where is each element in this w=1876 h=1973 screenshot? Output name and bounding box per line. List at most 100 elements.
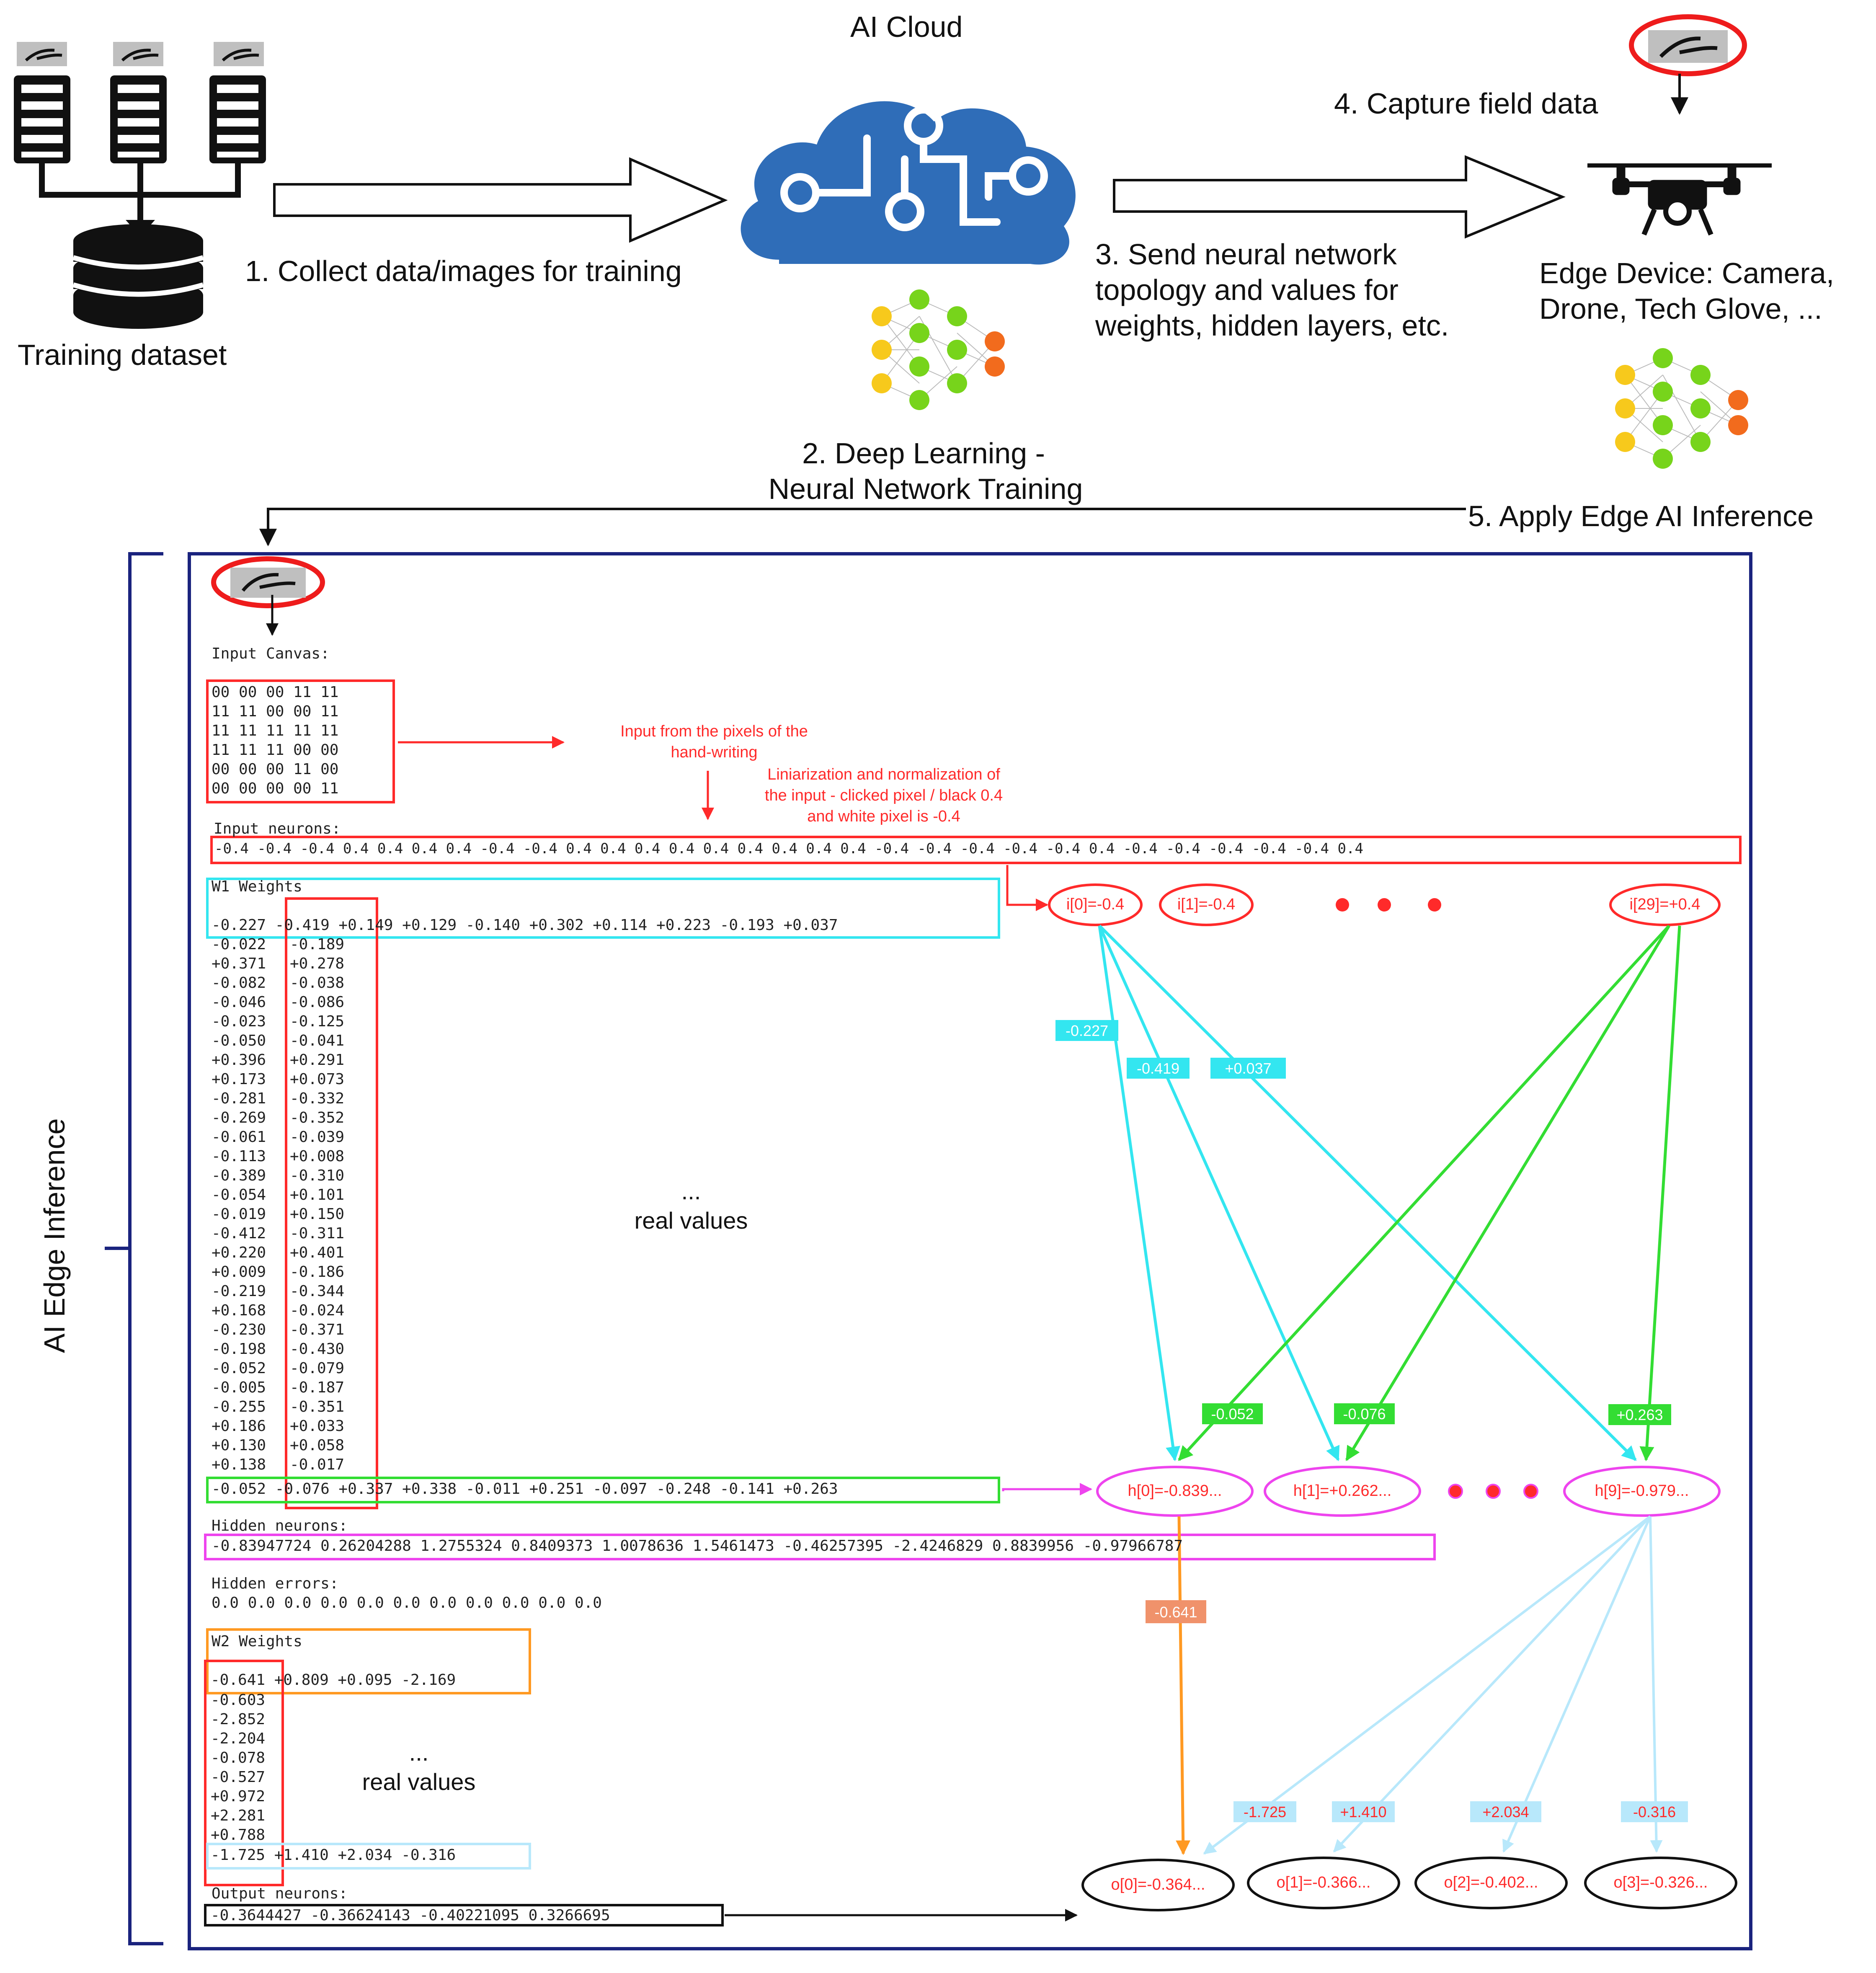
ellipsis-dot (1448, 1484, 1463, 1499)
note-input-line2: hand-writing (671, 744, 758, 761)
edge-weight-label: -0.316 (1633, 1803, 1676, 1821)
w2-weight-cell: -0.527 (211, 1769, 266, 1786)
w1-weight-cell: -0.038 (290, 974, 345, 992)
neuron-h1-label: h[1]=+0.262... (1293, 1482, 1392, 1500)
w1-weight-cell: +0.008 (290, 1148, 345, 1165)
ellipsis-dot (1378, 898, 1391, 912)
input-neurons-values: -0.4 -0.4 -0.4 0.4 0.4 0.4 0.4 -0.4 -0.4… (214, 840, 1363, 857)
w2-weight-cell: -0.603 (211, 1692, 266, 1709)
neuron-o2-label: o[2]=-0.402... (1444, 1874, 1538, 1891)
w1-weight-cell: -0.352 (290, 1109, 345, 1126)
neuron-o1-label: o[1]=-0.366... (1276, 1874, 1371, 1891)
edge-weight-label: +0.037 (1225, 1060, 1272, 1077)
w1-weight-cell: +0.033 (290, 1418, 345, 1435)
output-neurons-label: Output neurons: (212, 1885, 348, 1902)
panel-sample-icon (211, 556, 325, 608)
note-input-line1: Input from the pixels of the (620, 723, 808, 740)
input-neurons-label: Input neurons: (214, 820, 341, 837)
output-neuron (1081, 1859, 1235, 1911)
big-arrow-send (1113, 155, 1566, 239)
w1-weight-cell: -0.255 (212, 1398, 266, 1415)
output-neuron (1584, 1857, 1737, 1909)
w1-weight-cell: -0.024 (290, 1302, 345, 1319)
edge-w2034 (1502, 1516, 1651, 1853)
neuron-i29-label: i[29]=+0.4 (1629, 896, 1701, 913)
w1-weight-cell: +0.401 (290, 1244, 345, 1261)
w1-weight-cell: -0.351 (290, 1398, 345, 1415)
w1-weight-cell: +0.173 (212, 1071, 266, 1088)
hidden-neuron (1264, 1466, 1421, 1517)
w2-weight-cell: -2.204 (211, 1730, 266, 1747)
w1-weight-cell: -0.344 (290, 1283, 345, 1300)
canvas-row: 11 11 00 00 11 (212, 703, 339, 720)
w1-weight-cell: +0.009 (212, 1263, 266, 1281)
edge-w263 (1639, 925, 1681, 1462)
w1-weight-cell: -0.269 (212, 1109, 266, 1126)
ai-cloud-icon (741, 101, 1076, 265)
edge-weight-label: +0.263 (1616, 1406, 1663, 1423)
output-neurons-box (204, 1904, 724, 1927)
w1-weight-cell: -0.310 (290, 1167, 345, 1184)
neuron-o3-label: o[3]=-0.326... (1613, 1874, 1708, 1891)
note-norm-line3: and white pixel is -0.4 (807, 808, 960, 825)
w1-weight-cell: -0.061 (212, 1129, 266, 1146)
w1-weight-cell: -0.039 (290, 1129, 345, 1146)
w1-weight-cell: +0.168 (212, 1302, 266, 1319)
w2-weight-cell: -0.078 (211, 1749, 266, 1766)
edge-weight-label: -0.227 (1065, 1022, 1109, 1039)
input-neurons-box (210, 836, 1742, 864)
ai-cloud-label: AI Cloud (850, 10, 963, 43)
training-dataset-label: Training dataset (18, 338, 227, 371)
edge-w052 (1178, 925, 1670, 1461)
canvas-row: 00 00 00 11 00 (212, 761, 339, 778)
w1-weight-cell: -0.005 (212, 1379, 266, 1396)
w1-ellipsis: ... (681, 1178, 701, 1204)
w1-weight-cell: +0.186 (212, 1418, 266, 1435)
w1-weight-cell: -0.281 (212, 1090, 266, 1107)
ellipsis-dot (1336, 898, 1349, 912)
w1-weight-cell: -0.054 (212, 1186, 266, 1203)
ellipsis-dot (1523, 1484, 1538, 1499)
inference-panel (188, 552, 1752, 1950)
apply-inference-line (259, 508, 1466, 547)
w2-real-values: real values (362, 1769, 476, 1795)
edge-weight-label: +2.034 (1482, 1803, 1529, 1821)
w1-weight-cell: -0.219 (212, 1283, 266, 1300)
w1-weight-cell: +0.138 (212, 1456, 266, 1473)
hidden-neurons-values: -0.83947724 0.26204288 1.2755324 0.84093… (212, 1537, 1183, 1555)
w1-weight-cell: +0.371 (212, 955, 266, 972)
w1-weight-cell: -0.017 (290, 1456, 345, 1473)
w1-weight-cell: -0.086 (290, 994, 345, 1011)
w1-weight-cell: -0.198 (212, 1340, 266, 1358)
edge-w419 (1098, 925, 1340, 1462)
neuron-i1-label: i[1]=-0.4 (1177, 896, 1236, 913)
w1-weight-cell: -0.187 (290, 1379, 345, 1396)
step1-label: 1. Collect data/images for training (245, 255, 682, 287)
edge-weight-label: -0.419 (1136, 1060, 1180, 1077)
w2-col1-box (204, 1660, 284, 1886)
edge-w641 (1176, 1516, 1191, 1855)
output-neuron (1414, 1857, 1568, 1909)
neuron-o0-label: o[0]=-0.364... (1111, 1876, 1205, 1893)
hidden-neurons-box (204, 1534, 1436, 1560)
w1-weight-cell: -0.019 (212, 1206, 266, 1223)
input-neuron (1159, 883, 1254, 926)
canvas-box (206, 679, 395, 803)
w2-column-1: -0.603-2.852-2.204-0.078-0.527+0.972+2.2… (211, 1691, 265, 1845)
w1-weight-cell: -0.046 (212, 994, 266, 1011)
w1-weight-cell: -0.052 (212, 1360, 266, 1377)
w1-first-row: -0.227 -0.419 +0.149 +0.129 -0.140 +0.30… (212, 917, 838, 934)
edge-device-label-line2: Drone, Tech Glove, ... (1539, 292, 1822, 325)
canvas-row: 00 00 00 11 11 (212, 684, 339, 701)
database-icon (72, 224, 204, 329)
note-norm-line2: the input - clicked pixel / black 0.4 (764, 787, 1003, 804)
w1-weight-cell: -0.389 (212, 1167, 266, 1184)
step4-label: 4. Capture field data (1334, 87, 1598, 120)
w1-weight-cell: -0.371 (290, 1321, 345, 1338)
step3-label-line1: 3. Send neural network (1095, 238, 1397, 271)
step5-label: 5. Apply Edge AI Inference (1468, 500, 1814, 532)
w1-weight-cell: -0.113 (212, 1148, 266, 1165)
w2-weight-cell: +2.281 (211, 1807, 266, 1824)
w1-weight-cell: +0.220 (212, 1244, 266, 1261)
